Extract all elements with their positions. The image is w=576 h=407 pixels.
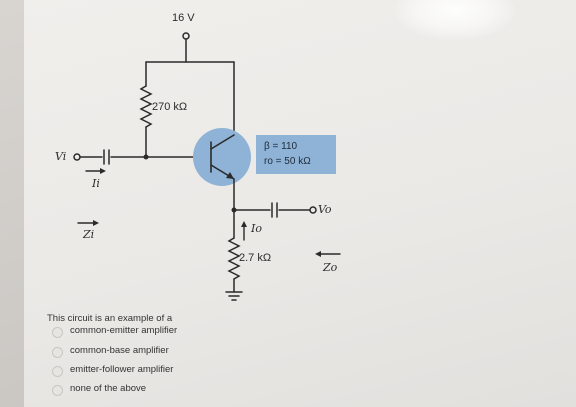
input-terminal xyxy=(73,153,81,161)
input-impedance-label: Zi xyxy=(83,228,95,241)
option-label-1[interactable]: common-emitter amplifier xyxy=(70,325,178,336)
emitter-arrow-icon xyxy=(226,172,234,179)
base-resistor-label: 270 kΩ xyxy=(152,101,188,113)
ro-label: ro = 50 kΩ xyxy=(264,156,311,167)
re-resistor-icon xyxy=(227,237,241,280)
zo-arrowhead xyxy=(315,251,321,257)
emitter-node-dot xyxy=(231,207,237,213)
option-radio-2[interactable] xyxy=(52,347,63,358)
ii-arrowhead xyxy=(100,168,106,174)
option-radio-4[interactable] xyxy=(52,385,63,396)
input-voltage-label: Vi xyxy=(55,150,67,163)
transistor-body xyxy=(193,128,251,186)
output-current-label: Io xyxy=(251,222,262,235)
output-terminal xyxy=(309,206,317,214)
supply-terminal xyxy=(182,32,190,40)
quiz-question: This circuit is an example of a xyxy=(47,313,173,324)
node-dots xyxy=(143,154,149,160)
option-radio-3[interactable] xyxy=(52,366,63,377)
base-node-dot xyxy=(143,154,149,160)
zi-arrowhead xyxy=(93,220,99,226)
screen xyxy=(24,0,576,407)
beta-label: β = 110 xyxy=(264,141,298,152)
io-arrowhead xyxy=(241,221,247,227)
input-current-label: Ii xyxy=(92,177,100,190)
option-radio-1[interactable] xyxy=(52,327,63,338)
transistor-collector-lead xyxy=(210,134,235,150)
transistor-params-box: β = 110 ro = 50 kΩ xyxy=(256,135,336,174)
rb-resistor-icon xyxy=(139,85,153,128)
option-label-3[interactable]: emitter-follower amplifier xyxy=(70,364,174,375)
option-label-4[interactable]: none of the above xyxy=(70,383,147,394)
output-impedance-label: Zo xyxy=(323,261,338,274)
output-voltage-label: Vo xyxy=(318,203,332,216)
option-label-2[interactable]: common-base amplifier xyxy=(70,345,169,356)
emitter-resistor-label: 2.7 kΩ xyxy=(239,252,272,264)
supply-voltage-label: 16 V xyxy=(172,12,195,24)
